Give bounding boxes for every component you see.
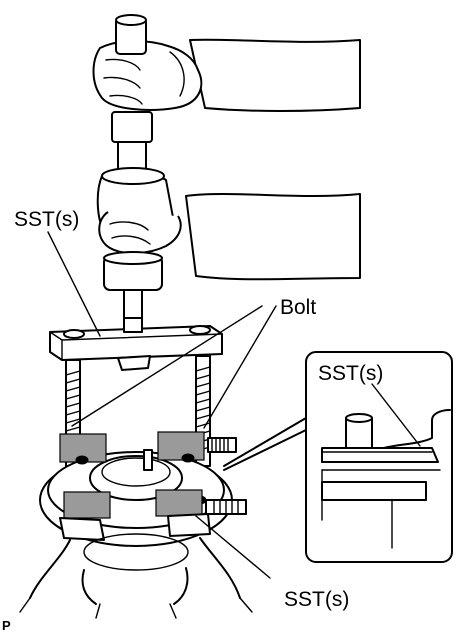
leader-lines	[47, 231, 421, 579]
cross-beam	[49, 317, 223, 371]
knuckle-base	[19, 533, 253, 619]
inset-detail	[223, 351, 453, 563]
leader-sst-bottom	[195, 515, 271, 579]
upper-hand	[92, 38, 361, 112]
leader-sst-top	[47, 231, 101, 337]
figure-code: P	[2, 618, 11, 633]
handle-rod	[111, 14, 153, 173]
lower-hand	[96, 167, 361, 331]
label-sst-bottom: SST(s)	[284, 588, 349, 611]
leader-sst-inset	[371, 383, 421, 447]
leader-bolt-left	[71, 305, 263, 427]
leader-bolt-right	[203, 305, 277, 429]
label-sst-top: SST(s)	[14, 208, 79, 231]
hub-assembly	[39, 431, 247, 547]
label-sst-inset: SST(s)	[318, 362, 383, 385]
label-bolt: Bolt	[280, 296, 316, 319]
